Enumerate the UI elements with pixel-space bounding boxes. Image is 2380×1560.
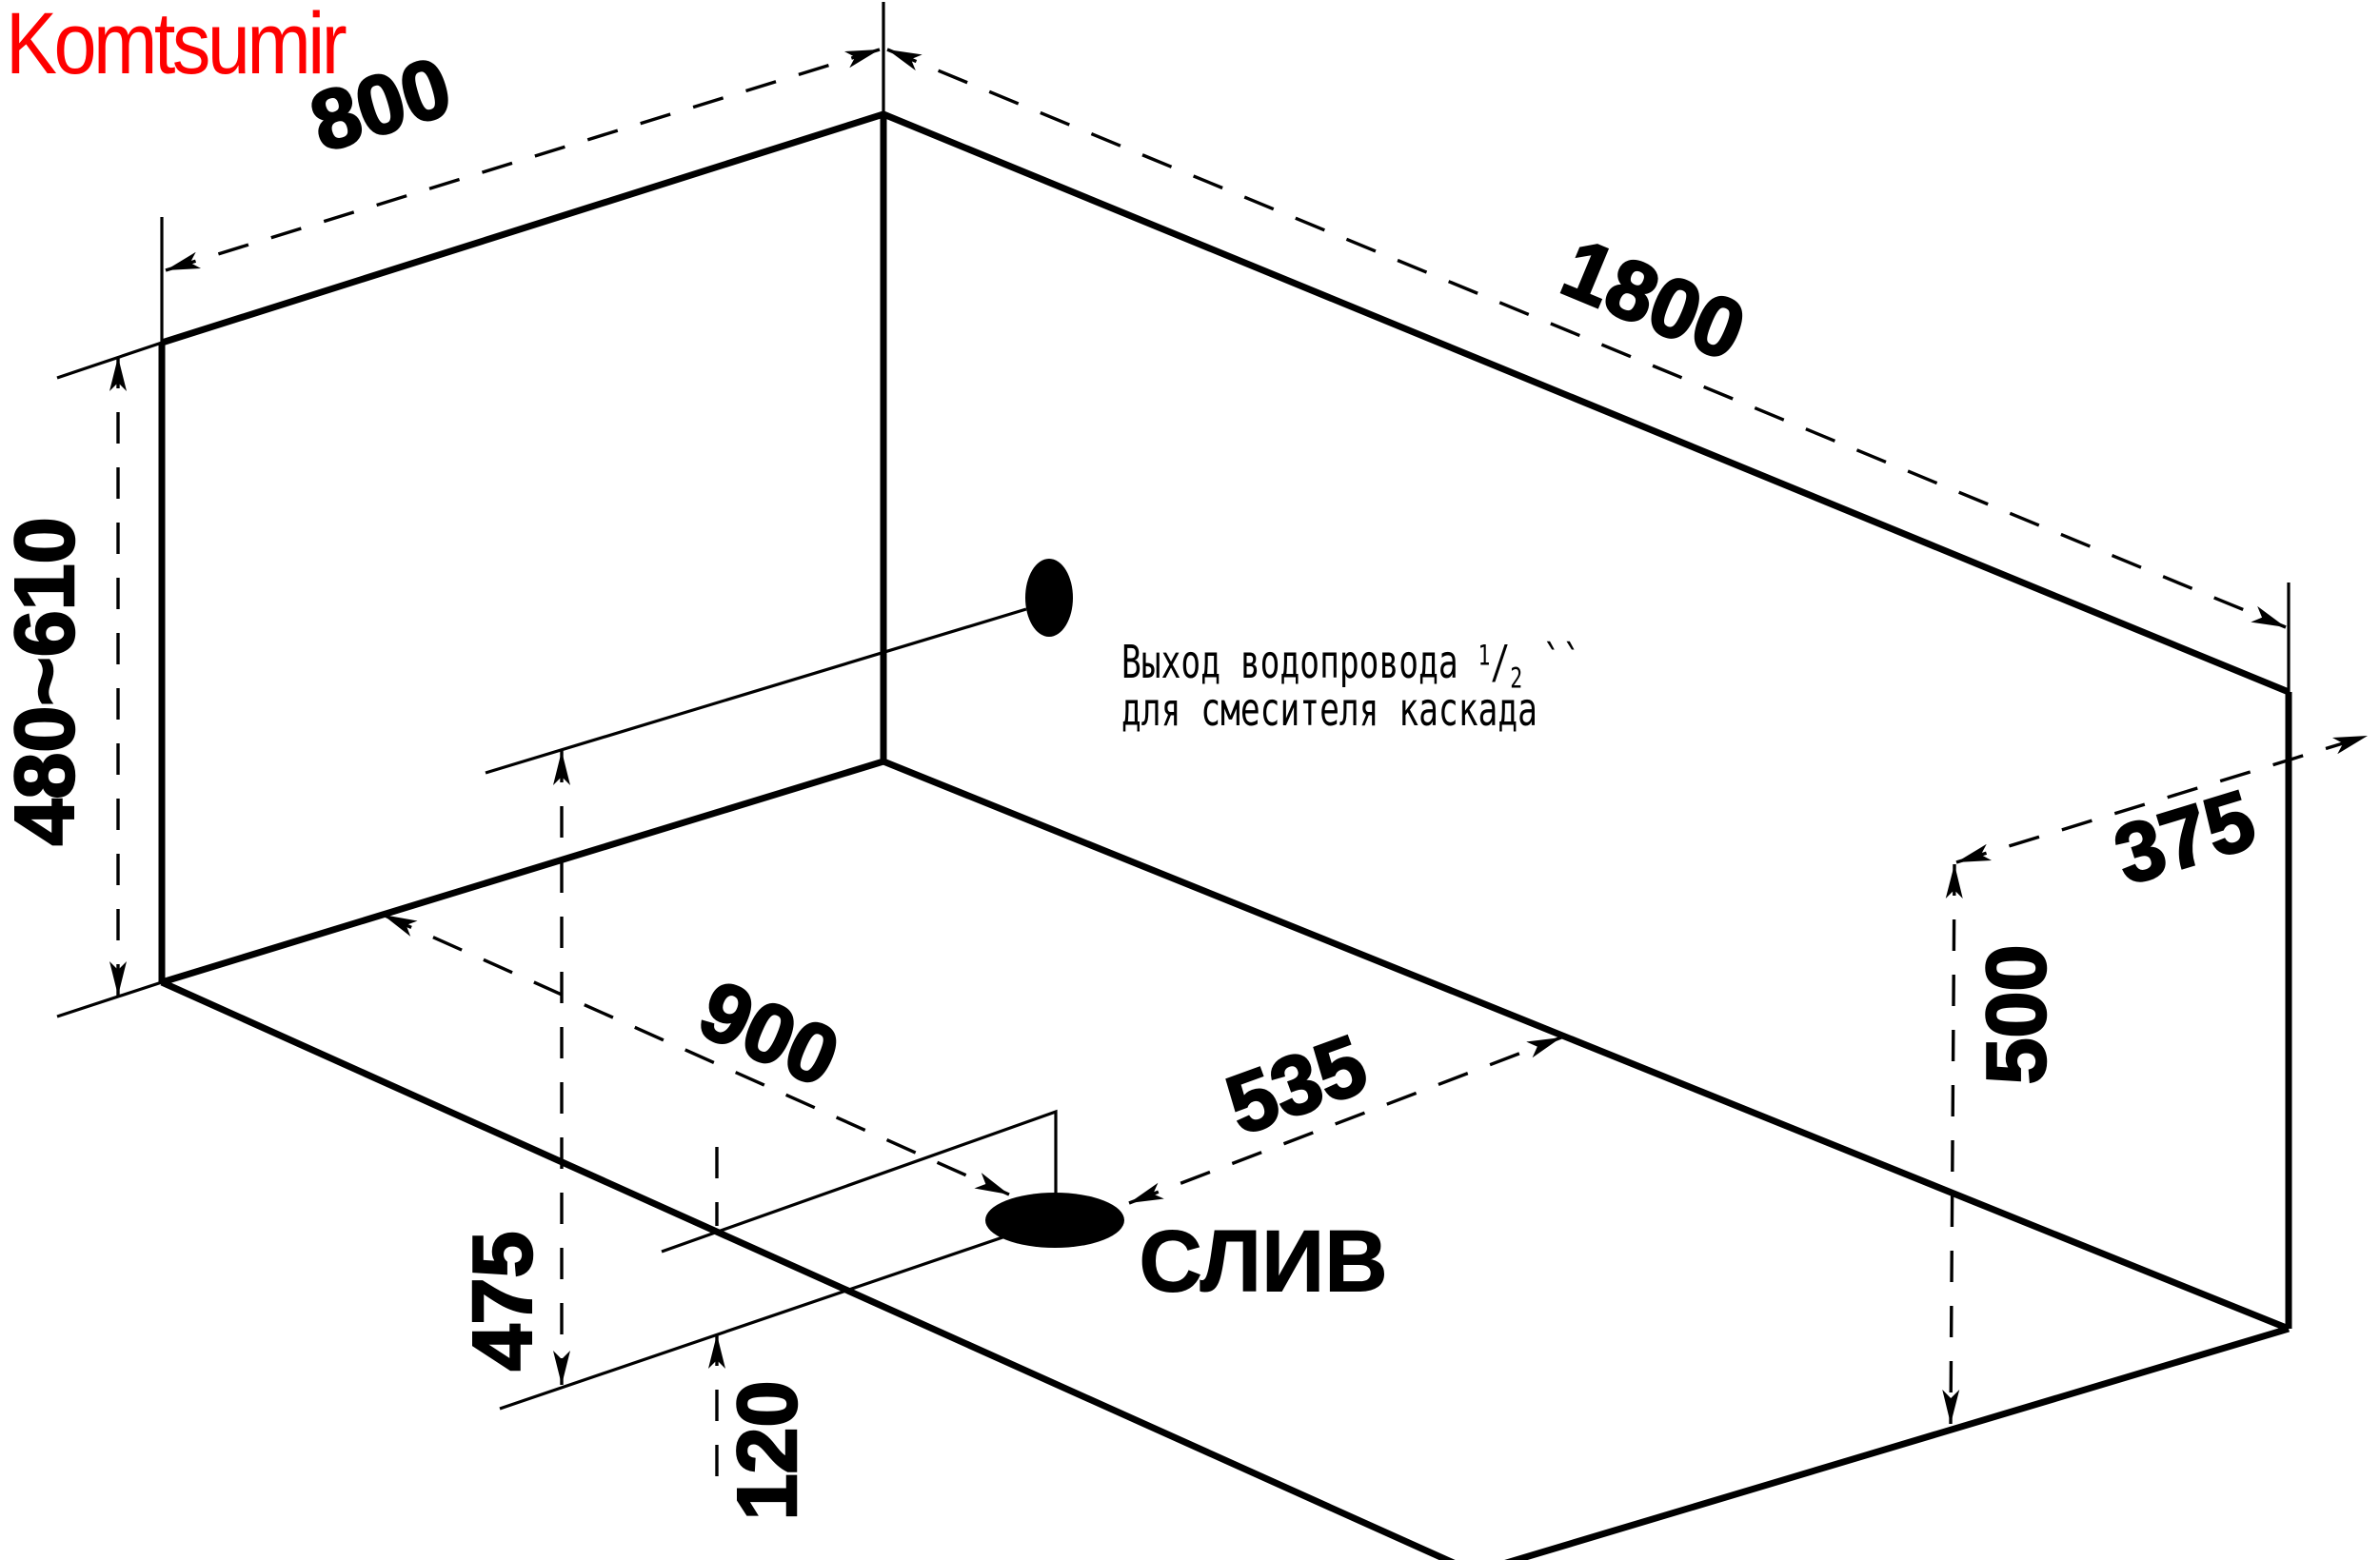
brand-logo-text: Komtsumir — [6, 0, 347, 92]
edge-top-left — [160, 110, 885, 346]
left-top-diagonal-extension — [56, 341, 163, 380]
edge-floor-front-right — [1504, 1325, 2291, 1560]
dim-line-900 — [382, 913, 1010, 1196]
fraction-numerator: 1 — [1478, 639, 1491, 673]
inch-marks: `` — [1541, 636, 1582, 689]
dim-line-535 — [1128, 1036, 1562, 1205]
edge-floor-rear-right — [882, 758, 2291, 1333]
note-prefix: Выход водопровода — [1121, 636, 1458, 689]
dim-line-375 — [1955, 734, 2369, 864]
left-bottom-diagonal-extension — [56, 980, 163, 1018]
dim-line-800 — [165, 48, 881, 272]
fraction-slash: / — [1490, 636, 1511, 689]
dim-label-480-610: 480~610 — [0, 516, 92, 847]
dim-label-475: 475 — [454, 1230, 551, 1372]
drain-label: СЛИВ — [1139, 1213, 1388, 1311]
fraction-denominator: 2 — [1510, 662, 1523, 696]
drain-hole — [985, 1193, 1124, 1248]
edge-floor-rear-left — [160, 758, 885, 986]
edge-floor-front-left — [160, 978, 1456, 1560]
dim-label-120: 120 — [719, 1379, 816, 1521]
dim-label-500: 500 — [1968, 943, 2065, 1085]
note-line-2: для смесителя каскада — [1121, 683, 1537, 737]
outlet-leader-line — [485, 607, 1027, 775]
edge-top-right — [882, 110, 2291, 696]
note-line-1: Выход водопровода 1/2 `` — [1121, 640, 1582, 693]
drain-bent-leader-line — [661, 1109, 1058, 1254]
water-outlet-hole — [1025, 559, 1073, 637]
dim-line-1800 — [886, 48, 2287, 629]
dimension-lines — [109, 48, 2369, 1477]
dim-line-500 — [1942, 863, 1963, 1425]
drain-leader-line — [499, 1233, 1012, 1411]
extension-lines — [56, 2, 2291, 1411]
